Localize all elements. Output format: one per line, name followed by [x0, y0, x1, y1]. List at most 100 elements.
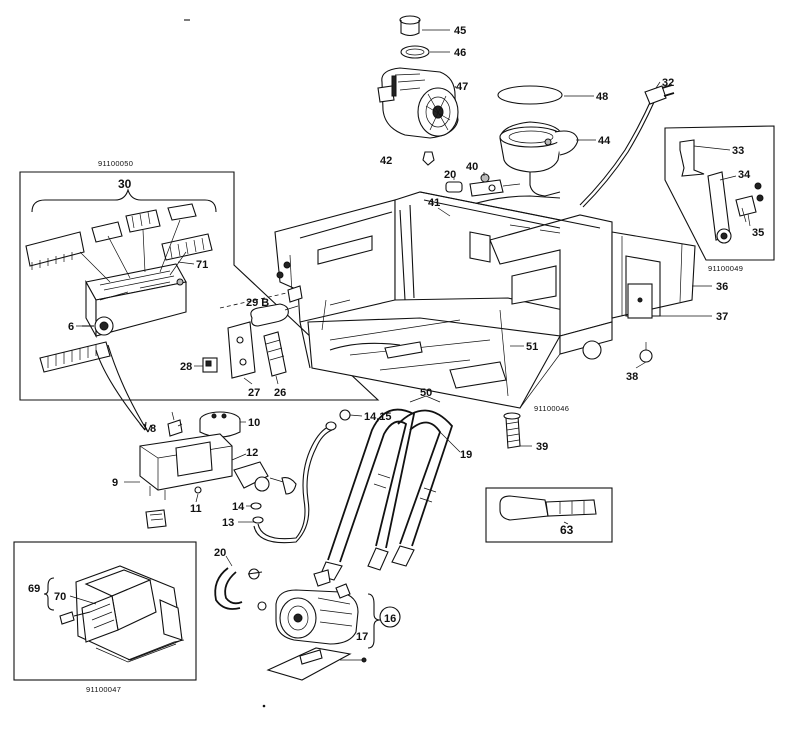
- fitting-part-17-top: [313, 569, 331, 587]
- inset-controls-frame: [19, 171, 380, 401]
- lead-part-70: [59, 611, 91, 625]
- callout-16: 16: [384, 613, 396, 625]
- callout-37: 37: [716, 311, 728, 323]
- callout-35: 35: [752, 227, 764, 239]
- drain-hose-part-50: [319, 408, 416, 581]
- clip-part-42: [422, 151, 435, 166]
- fitting-part-20-top: [445, 181, 463, 193]
- callout-20-top: 20: [444, 169, 456, 181]
- callout-63: 63: [560, 523, 574, 537]
- mount-plate-part-17: [266, 647, 367, 681]
- callout-8: 8: [150, 423, 156, 435]
- valve-part-40: [469, 173, 521, 197]
- callout-13: 13: [222, 517, 234, 529]
- screw-part-11: [194, 486, 202, 494]
- inset-transformer-frame: [13, 541, 197, 681]
- hinge-part-35: [735, 182, 764, 223]
- drain-pump-part-16: [275, 583, 359, 645]
- brace-16-17: [367, 593, 381, 649]
- capacitor-part-29b: [250, 303, 299, 327]
- leader-lines: [69, 29, 751, 605]
- pressostat-part-10: [199, 411, 241, 438]
- callout-36: 36: [716, 281, 728, 293]
- callout-47: 47: [456, 81, 468, 93]
- callout-labels: 45 46 47 48 32 44 42 20 40 41 33 34 35 3…: [28, 25, 764, 643]
- callout-41: 41: [428, 197, 440, 209]
- callout-51: 51: [526, 341, 538, 353]
- circle-callout-16: [379, 606, 401, 628]
- code-inset-hinge: 91100049: [708, 264, 743, 273]
- callout-14: 14: [232, 501, 245, 513]
- callout-70: 70: [54, 591, 66, 603]
- screw-part-39: [503, 412, 521, 449]
- callout-12: 12: [246, 447, 258, 459]
- foot-part-38: [639, 342, 653, 363]
- callout-44: 44: [598, 135, 611, 147]
- hose-part-13: [253, 421, 337, 544]
- brace-69: [43, 577, 55, 611]
- power-cord-part-32: [579, 84, 675, 208]
- tool-part-63: [499, 495, 597, 521]
- callout-29b: 29 B: [246, 297, 269, 309]
- bracket-part-33: [679, 139, 705, 177]
- valve-part-12: [233, 461, 297, 495]
- callout-33: 33: [732, 145, 744, 157]
- relay-part-28: [202, 357, 218, 373]
- callout-45: 45: [454, 25, 466, 37]
- callout-38: 38: [626, 371, 638, 383]
- callout-40: 40: [466, 161, 478, 173]
- transformer-part-69: [75, 565, 185, 663]
- switch-part-8: [167, 411, 183, 437]
- sump-part-44: [499, 121, 579, 197]
- plate-part-27: [227, 321, 256, 379]
- programmer-part-71: [85, 263, 187, 339]
- callout-69: 69: [28, 583, 40, 595]
- pump-housing-part-47: [377, 67, 459, 139]
- inset-leader-lines: [79, 219, 187, 433]
- code-chassis: 91100046: [534, 404, 569, 413]
- terminal-blocks-part-30: [25, 203, 213, 270]
- label-plate: [145, 509, 167, 529]
- callout-71: 71: [196, 259, 208, 271]
- callout-30: 30: [118, 177, 132, 191]
- inset-hinge-frame: [664, 125, 775, 261]
- inlet-hose-part-19: [373, 409, 454, 567]
- callout-6: 6: [68, 321, 74, 333]
- callout-11: 11: [190, 503, 202, 515]
- tool-inset-frame: [485, 487, 613, 543]
- callout-46: 46: [454, 47, 466, 59]
- inset-controls-brace: [31, 188, 217, 213]
- bracket-assembly-part-9: [139, 433, 233, 500]
- arm-part-34: [707, 171, 732, 244]
- callout-34: 34: [738, 169, 751, 181]
- callout-50: 50: [420, 387, 432, 399]
- terminal-strip-part-26: [263, 331, 287, 377]
- cap-part-45: [399, 15, 421, 37]
- code-inset-transformer: 91100047: [86, 685, 121, 694]
- drawing-codes: 91100050 91100049 91100046 91100047: [86, 159, 743, 694]
- side-panel-part-36: [611, 231, 696, 319]
- ring-part-48: [497, 85, 563, 105]
- callout-26: 26: [274, 387, 286, 399]
- terminal-block-part-6b: [39, 341, 111, 373]
- ring-part-14-15: [339, 409, 351, 421]
- mount-part-37: [627, 283, 653, 319]
- code-inset-controls: 91100050: [98, 159, 133, 168]
- callout-27: 27: [248, 387, 260, 399]
- callout-39: 39: [536, 441, 548, 453]
- chassis-frame: [274, 191, 613, 409]
- callout-28: 28: [180, 361, 192, 373]
- hose-connector-part-20: [214, 567, 267, 611]
- ring-part-46: [400, 45, 430, 59]
- gasket-part-14: [250, 502, 264, 524]
- callout-32: 32: [662, 77, 674, 89]
- stray-marks: [184, 19, 266, 708]
- callout-19: 19: [460, 449, 472, 461]
- callout-48: 48: [596, 91, 608, 103]
- callout-9: 9: [112, 477, 118, 489]
- callout-17: 17: [356, 631, 368, 643]
- callout-42: 42: [380, 155, 392, 167]
- callout-10: 10: [248, 417, 260, 429]
